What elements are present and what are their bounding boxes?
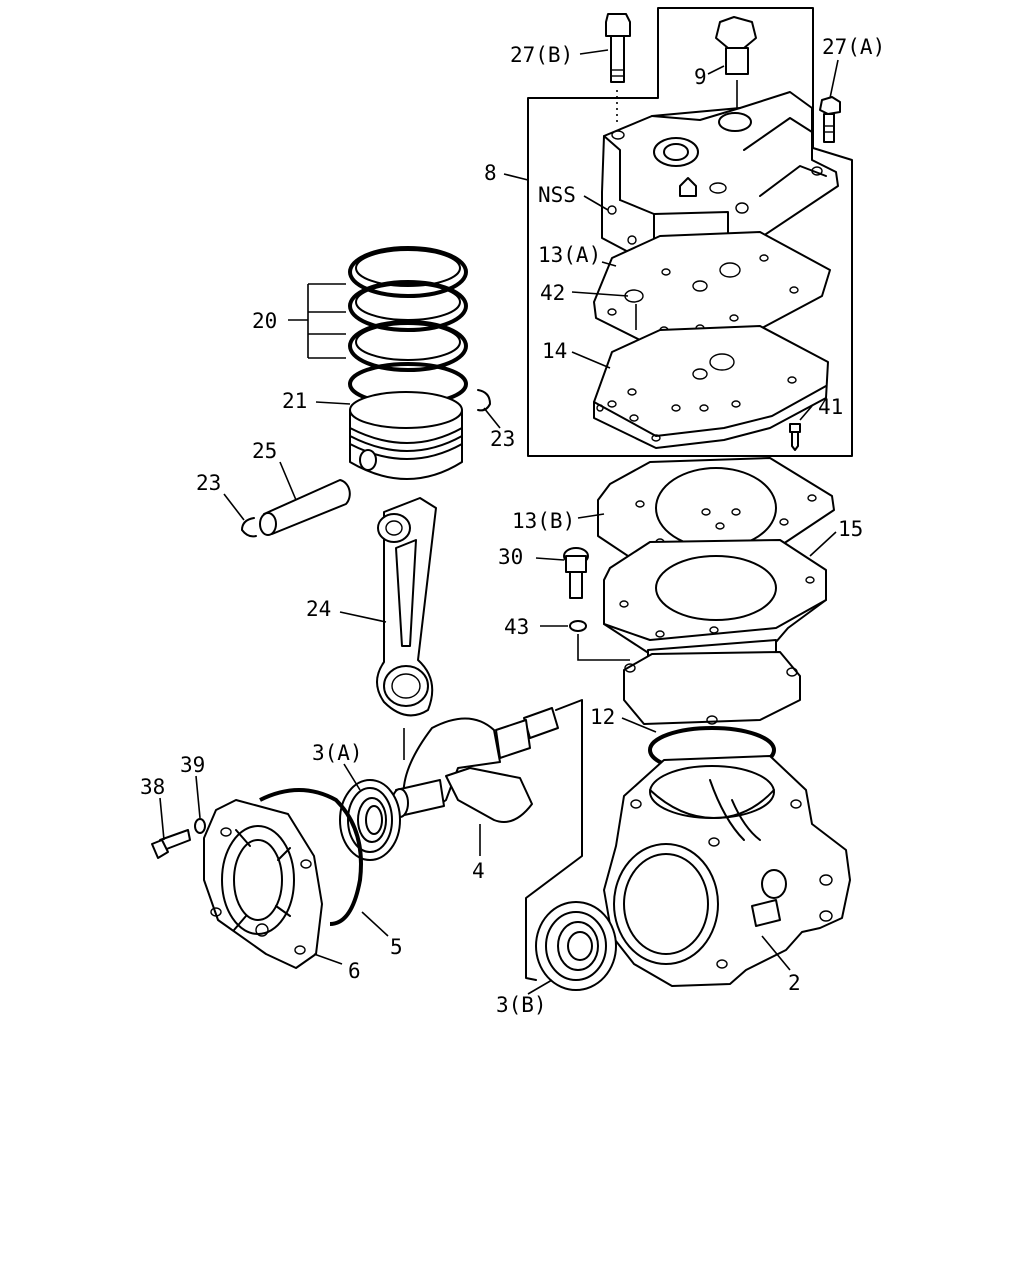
bolt-38 bbox=[151, 829, 191, 859]
label-42: 42 bbox=[540, 281, 565, 305]
bearing-3a bbox=[339, 779, 401, 861]
label-24: 24 bbox=[306, 597, 331, 621]
piston-21 bbox=[349, 391, 463, 480]
label-23-right: 23 bbox=[490, 427, 515, 451]
end-cover-6 bbox=[203, 799, 323, 969]
bearing-3b bbox=[535, 901, 617, 991]
label-39: 39 bbox=[180, 753, 205, 777]
label-9: 9 bbox=[694, 65, 707, 89]
assembly-bracket bbox=[525, 699, 583, 981]
label-38: 38 bbox=[140, 775, 165, 799]
gasket-13b bbox=[597, 457, 835, 565]
label-2: 2 bbox=[788, 971, 801, 995]
label-8: 8 bbox=[484, 161, 497, 185]
label-41: 41 bbox=[818, 395, 843, 419]
label-6: 6 bbox=[348, 959, 361, 983]
label-43: 43 bbox=[504, 615, 529, 639]
snap-ring-23-right bbox=[477, 389, 491, 412]
screw-41 bbox=[789, 423, 801, 451]
label-13a: 13(A) bbox=[538, 243, 601, 267]
leader-lines bbox=[159, 49, 839, 995]
washer-43 bbox=[569, 620, 587, 632]
bolt-27a bbox=[819, 96, 841, 143]
crankshaft-4 bbox=[391, 707, 559, 823]
cylinder-head-group-frame bbox=[527, 7, 853, 457]
label-3b: 3(B) bbox=[496, 993, 547, 1017]
fitting-9 bbox=[715, 16, 757, 112]
label-4: 4 bbox=[472, 859, 485, 883]
connecting-rod-24 bbox=[376, 497, 437, 717]
label-20: 20 bbox=[252, 309, 277, 333]
cylinder-15 bbox=[603, 539, 827, 725]
label-13b: 13(B) bbox=[512, 509, 575, 533]
label-nss: NSS bbox=[538, 183, 576, 207]
snap-ring-23-left bbox=[241, 517, 257, 538]
label-23-left: 23 bbox=[196, 471, 221, 495]
label-5: 5 bbox=[390, 935, 403, 959]
label-25: 25 bbox=[252, 439, 277, 463]
valve-plate-14 bbox=[593, 325, 829, 449]
piston-pin-25 bbox=[259, 479, 351, 536]
label-12: 12 bbox=[590, 705, 615, 729]
label-27b: 27(B) bbox=[510, 43, 573, 67]
o-ring-5 bbox=[259, 788, 363, 926]
bolt-30-axis-line bbox=[577, 634, 630, 661]
label-3a: 3(A) bbox=[312, 741, 363, 765]
label-14: 14 bbox=[542, 339, 567, 363]
bolt-30 bbox=[563, 547, 589, 599]
piston-rings-20 bbox=[348, 246, 468, 406]
label-30: 30 bbox=[498, 545, 523, 569]
label-21: 21 bbox=[282, 389, 307, 413]
label-15: 15 bbox=[838, 517, 863, 541]
washer-39 bbox=[194, 818, 206, 834]
bolt-27b bbox=[605, 13, 631, 126]
label-27a: 27(A) bbox=[822, 35, 885, 59]
crankcase-2 bbox=[603, 755, 851, 987]
